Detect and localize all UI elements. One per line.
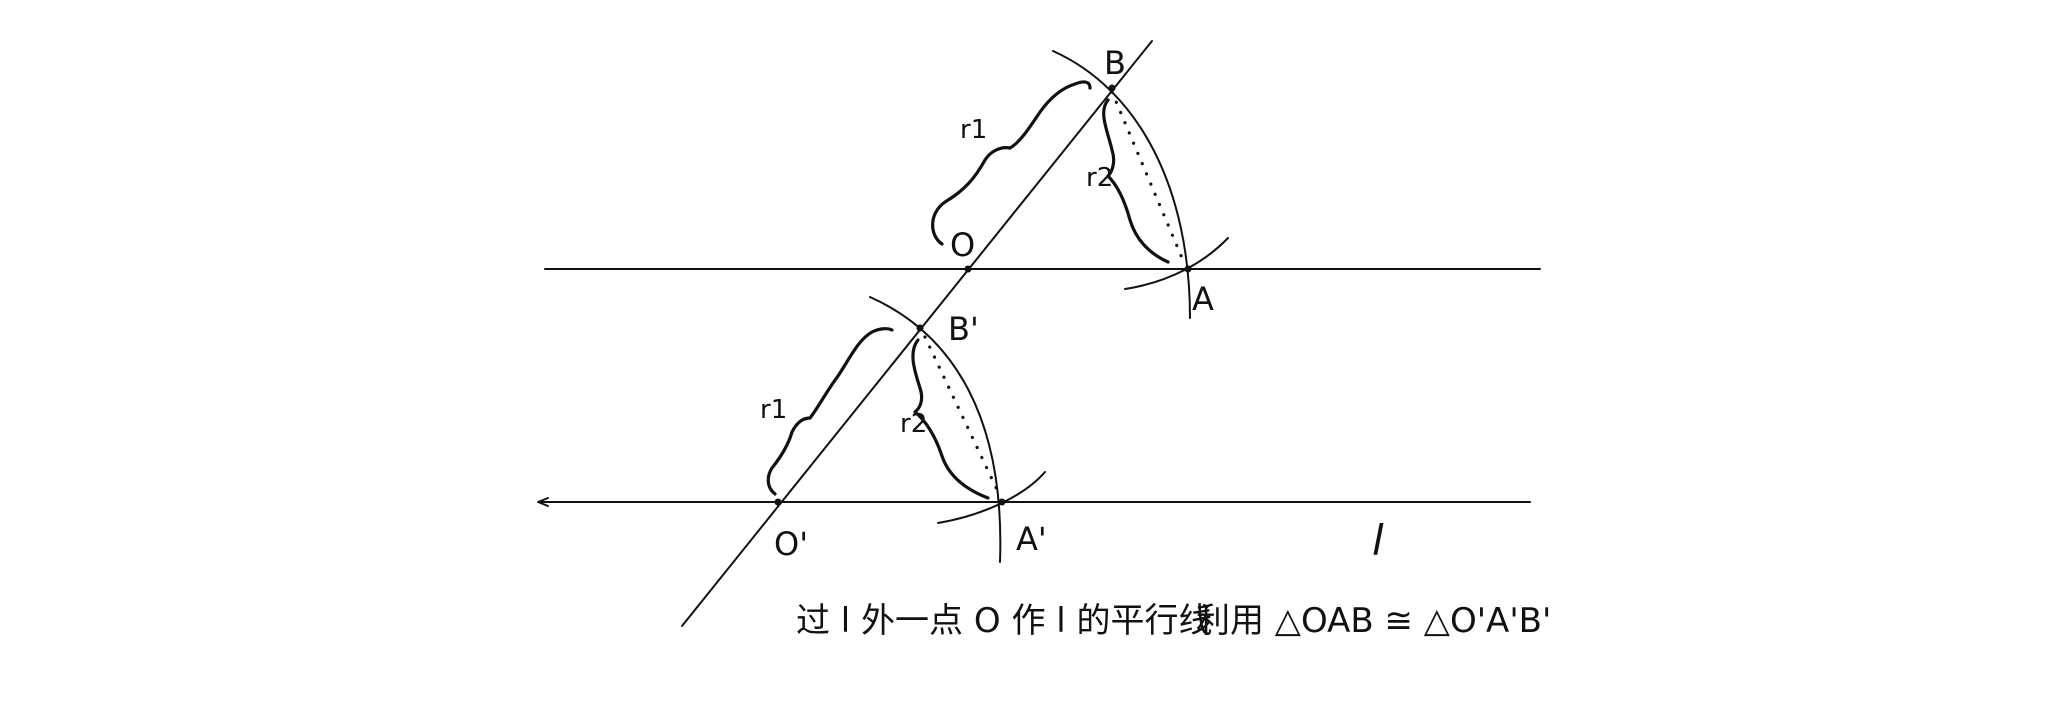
brace-r2-upper xyxy=(1102,98,1170,264)
label-point-a: A xyxy=(1192,280,1214,318)
label-point-o-prime: O' xyxy=(774,525,808,563)
brace-r1-upper xyxy=(931,80,1092,246)
point-b-prime-dot xyxy=(916,324,924,332)
arc-r2-lower xyxy=(937,471,1046,524)
label-point-b: B xyxy=(1104,44,1126,82)
brace-r2-lower xyxy=(911,338,990,500)
label-r1-upper: r1 xyxy=(960,115,987,145)
label-r1-lower: r1 xyxy=(760,395,787,425)
label-line-l: l xyxy=(1372,516,1384,565)
point-o-prime-dot xyxy=(774,498,782,506)
dotted-chord-ba xyxy=(1110,90,1187,267)
point-b-dot xyxy=(1108,84,1116,92)
caption-reason: 利用 △OAB ≅ △O'A'B' xyxy=(1196,601,1551,641)
dotted-chord-b-prime-a-prime xyxy=(923,335,1002,498)
label-r2-lower: r2 xyxy=(900,409,927,439)
label-point-o: O xyxy=(950,226,975,264)
transversal-line xyxy=(681,40,1153,627)
label-r2-upper: r2 xyxy=(1086,163,1113,193)
arc-r1-lower xyxy=(869,296,1002,563)
brace-r1-lower xyxy=(766,327,894,496)
point-o-dot xyxy=(964,265,972,273)
label-point-a-prime: A' xyxy=(1016,520,1047,558)
label-point-b-prime: B' xyxy=(948,310,979,348)
point-a-prime-dot xyxy=(998,498,1006,506)
caption-construction: 过 l 外一点 O 作 l 的平行线 xyxy=(796,601,1213,641)
point-a-dot xyxy=(1184,265,1192,273)
line-l-arrow-tip xyxy=(537,497,549,507)
